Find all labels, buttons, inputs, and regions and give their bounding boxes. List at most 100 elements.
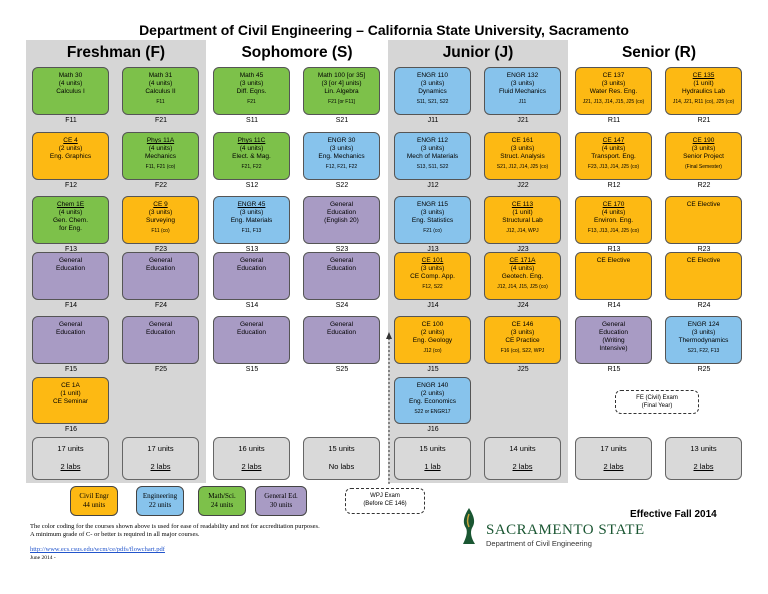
course-prereq: (Final Semester) (685, 164, 722, 170)
course-line: (3 units) (510, 80, 535, 87)
course-line: CE 9 (153, 201, 168, 208)
total-labs: 1 lab (424, 462, 441, 471)
course-line: (4 units) (239, 145, 264, 152)
course-code-j23: J23 (517, 246, 529, 253)
course-line: Eng. Geology (412, 337, 453, 344)
course-line: Education (327, 209, 356, 216)
course-line: General (329, 321, 354, 328)
legend-label: Civil Engr (79, 492, 109, 500)
legend-item: Math/Sci.24 units (198, 486, 246, 516)
course-line: ENGR 112 (417, 137, 448, 144)
course-line: Chem 1E (56, 201, 85, 208)
total-units: 15 units (419, 444, 446, 453)
course-code-f24: F24 (154, 302, 168, 309)
course-code-s13: S13 (245, 246, 259, 253)
course-line: Eng. Economics (409, 398, 456, 405)
course-line: Geotech. Eng. (501, 273, 544, 280)
course-line: Dynamics (418, 88, 447, 95)
course-line: Eng. Materials (230, 217, 273, 224)
course-line: (4 units) (510, 265, 535, 272)
course-code-s23: S23 (335, 246, 349, 253)
course-card-f16: CE 1A(1 unit)CE Seminar (32, 377, 109, 424)
page-title: Department of Civil Engineering – Califo… (139, 22, 629, 38)
course-code-r25: R25 (697, 366, 711, 373)
course-line: for Eng. (59, 225, 82, 232)
course-line: Structural Lab (502, 217, 543, 224)
course-line: Diff. Eqns. (236, 88, 267, 95)
course-code-s12: S12 (245, 182, 259, 189)
course-line: Math 30 (58, 72, 83, 79)
course-line: ENGR 140 (416, 382, 449, 389)
course-code-j16: J16 (427, 426, 439, 433)
note-line2: A minimum grade of C- or better is requi… (30, 531, 200, 538)
course-prereq: F11, F21 (co) (145, 164, 176, 170)
wpj-line1: WPJ Exam (370, 493, 400, 499)
course-line: CE 171A (509, 257, 536, 264)
wpj-arrow (386, 332, 392, 486)
course-line: Education (146, 265, 175, 272)
course-line: CE Practice (505, 337, 540, 344)
course-prereq: F11 (co) (151, 228, 170, 234)
course-line: (1 unit) (512, 209, 533, 216)
course-prereq: S21, J12, J14, J25 (co) (496, 164, 549, 170)
course-line: General (148, 257, 173, 264)
year-freshman: Freshman (F) (66, 44, 166, 61)
course-line: Math 100 [or 35] (317, 72, 366, 79)
course-prereq: F16 (co), S22, WPJ (500, 348, 545, 354)
course-prereq: S11, S21, S22 (416, 99, 449, 105)
course-prereq: J21, J13, J14, J15, J25 (co) (582, 99, 645, 105)
course-prereq: S21, F22, F13 (687, 348, 720, 354)
course-line: Education (599, 329, 628, 336)
course-line: Calculus II (145, 88, 176, 95)
total-units: 17 units (57, 444, 84, 453)
course-line: (3 units) (691, 329, 716, 336)
legend-label: Engineering (142, 492, 178, 500)
year-junior: Junior (J) (442, 44, 514, 61)
course-line: Lin. Algebra (324, 88, 359, 95)
fe-line2: (Final Year) (641, 403, 673, 409)
course-line: (3 units) (510, 329, 535, 336)
course-prereq: F21 (247, 99, 256, 105)
course-line: Thermodynamics (678, 337, 729, 344)
course-prereq: S13, S11, S22 (416, 164, 449, 170)
course-code-f25: F25 (154, 366, 168, 373)
course-line: (3 units) (420, 80, 445, 87)
course-line: Transport. Eng. (591, 153, 636, 160)
course-code-r12: R12 (607, 182, 621, 189)
course-code-j21: J21 (517, 117, 529, 124)
course-card-f12: CE 4(2 units)Eng. Graphics (32, 132, 109, 180)
course-code-j14: J14 (427, 302, 439, 309)
course-code-s14: S14 (245, 302, 259, 309)
total-units: 17 units (147, 444, 174, 453)
course-line: ENGR 115 (417, 201, 448, 208)
course-line: Phys 11A (146, 137, 175, 144)
total-units: 15 units (328, 444, 355, 453)
course-line: General (58, 321, 83, 328)
course-card-r24: CE Elective (665, 252, 742, 300)
course-line: General (58, 257, 83, 264)
course-prereq: J12 (co) (423, 348, 442, 354)
course-line: CE 190 (692, 137, 715, 144)
legend-units: 44 units (82, 501, 106, 509)
course-line: Education (237, 329, 266, 336)
course-line: CE 170 (602, 201, 625, 208)
course-line: Education (146, 329, 175, 336)
flowchart-link[interactable]: http://www.ecs.csus.edu/wcm/ce/pdfs/flow… (30, 546, 165, 553)
course-line: (3 units) (420, 145, 445, 152)
course-line: General (148, 321, 173, 328)
course-line: General (329, 201, 354, 208)
course-code-f21: F21 (154, 117, 168, 124)
course-line: Eng. Graphics (49, 153, 92, 160)
course-code-j13: J13 (427, 246, 439, 253)
